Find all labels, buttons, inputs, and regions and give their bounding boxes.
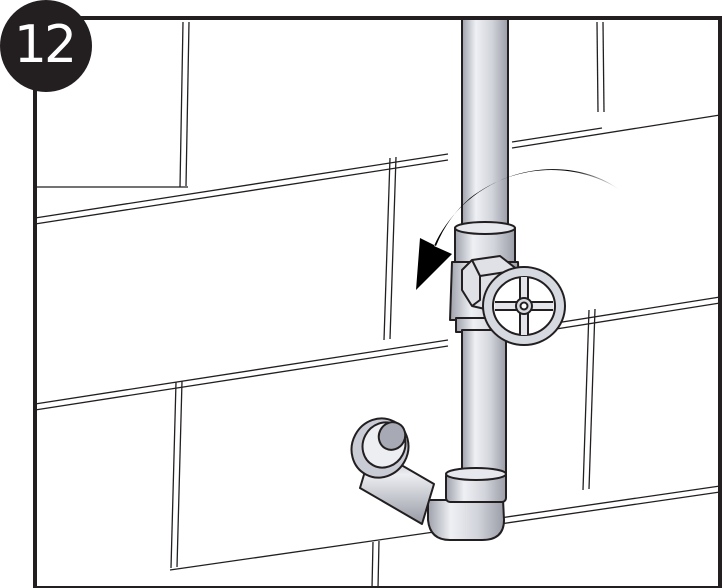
handwheel [483,267,565,345]
step-number: 12 [14,19,74,71]
tile-wall [35,18,720,588]
pipe-assembly [341,18,565,540]
panel-frame [35,18,720,588]
step-number-badge: 12 [0,0,92,92]
lower-pipe [462,330,506,482]
upper-pipe [462,18,508,253]
grout-lines-horizontal [35,115,720,570]
